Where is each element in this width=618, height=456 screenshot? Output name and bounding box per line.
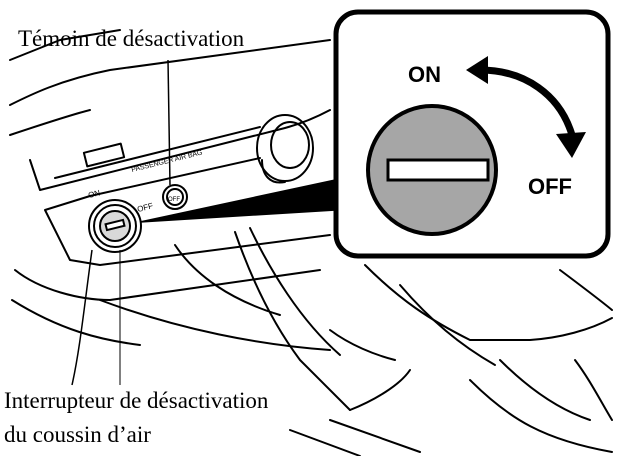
lower-console-outline — [364, 264, 613, 341]
switch-bezel-mid — [93, 204, 137, 248]
switch-bezel-outer — [88, 199, 142, 253]
switch-panel-lower — [14, 269, 321, 301]
console-left-curve — [11, 299, 141, 346]
console-drawing — [9, 29, 613, 456]
dashboard-upper-outline — [9, 29, 331, 106]
console-body-mid — [174, 244, 281, 316]
upper-panel-inner — [54, 126, 261, 179]
shifter-boot-right — [249, 227, 341, 356]
lighter-socket-outer — [256, 114, 314, 182]
panel-label-on: ON — [87, 188, 101, 200]
rotation-arrow-head-right — [556, 132, 586, 158]
leader-lines — [71, 59, 336, 386]
lower-console-inner — [399, 284, 496, 366]
inset-label-on: ON — [408, 62, 441, 87]
lighter-socket-side — [261, 159, 286, 184]
panel-label-passenger-airbag: PASSENGER AIR BAG — [131, 149, 204, 173]
rotation-arrow — [476, 66, 576, 139]
leader-switch — [71, 249, 93, 386]
panel-label-off: OFF — [136, 201, 154, 214]
label-switch-line2: du coussin d’air — [4, 422, 151, 447]
switch-detail — [88, 184, 188, 253]
inset-label-off: OFF — [528, 174, 572, 199]
rotation-arrow-head-left — [466, 56, 488, 84]
leader-indicator — [167, 59, 171, 186]
switch-slot-small — [104, 218, 126, 232]
indicator-lamp-inner — [166, 188, 184, 206]
indicator-lamp-outer — [162, 184, 188, 210]
lighter-socket-inner — [270, 121, 310, 169]
label-switch-line1: Interrupteur de désactivation — [4, 388, 269, 413]
console-body-left — [99, 299, 331, 351]
shifter-ring — [329, 329, 411, 411]
lower-right-tray — [469, 359, 613, 453]
panel-slot — [82, 142, 126, 168]
switch-panel-outline — [44, 157, 331, 266]
indicator-lamp-label: OFF — [168, 197, 180, 203]
inset-panel — [333, 9, 611, 259]
label-indicator: Témoin de désactivation — [18, 26, 245, 51]
inset-knob-slot — [386, 158, 490, 182]
shifter-boot-left — [234, 231, 351, 411]
bottom-line — [289, 419, 421, 456]
right-edge-lines — [559, 269, 613, 421]
dashboard-upper-curve — [9, 109, 91, 136]
